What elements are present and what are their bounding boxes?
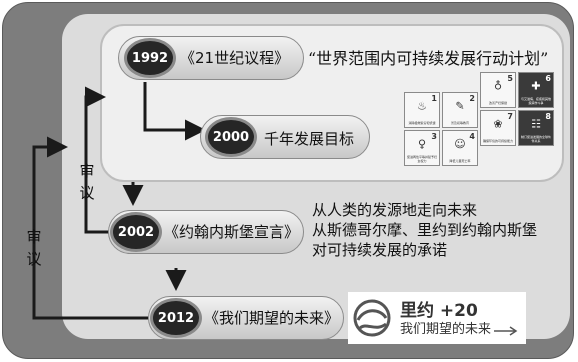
- review-label-outer-1: 审: [26, 228, 42, 246]
- rio20-logo-box: 里约 +20 我们期望的未来: [348, 292, 526, 344]
- mdg-goal-caption: 改善产妇保健: [488, 101, 507, 105]
- mdg-goal-tile: 2 ✎ 普及初等教育: [442, 92, 478, 128]
- review-label-outer-2: 议: [26, 250, 42, 268]
- milestone-2000-title: 千年发展目标: [264, 130, 355, 148]
- mdg-goal-number: 4: [469, 132, 475, 141]
- mdg-goal-tile: 1 ♨ 消除极端贫穷和饥饿: [404, 92, 440, 128]
- people-icon: ☷: [531, 117, 541, 131]
- mdg-goal-number: 1: [431, 94, 437, 103]
- mdg-goal-tile: 4 ☺ 降低儿童死亡率: [442, 130, 478, 166]
- mdg-goal-number: 7: [507, 112, 513, 121]
- flower-icon: ❀: [493, 117, 503, 131]
- pencil-icon: ✎: [455, 99, 465, 113]
- year-badge-2002: 2002: [110, 212, 162, 252]
- mdg-goal-caption: 降低儿童死亡率: [449, 159, 471, 163]
- mdg-goal-tile: 3 ♀ 促进两性平等并赋予妇女权力: [404, 130, 440, 166]
- mother-icon: ♁: [493, 79, 503, 93]
- rio20-subtitle: 我们期望的未来: [400, 322, 492, 337]
- year-badge-2000: 2000: [205, 117, 257, 157]
- milestone-2002-note-1: 从人类的发源地走向未来: [312, 201, 478, 219]
- milestone-2002-note-2: 从斯德哥尔摩、里约到约翰内斯堡: [312, 221, 538, 239]
- mdg-goal-number: 6: [545, 74, 551, 83]
- rio20-arrow-icon: [494, 326, 518, 336]
- mdg-goal-caption: 确保环境的可持续能力: [483, 139, 513, 143]
- milestone-2002-note-3: 对可持续发展的承诺: [312, 241, 448, 259]
- mdg-goal-caption: 消除极端贫穷和饥饿: [408, 121, 436, 125]
- mdg-goal-tile: 6 ✚ 与艾滋病、疟疾和其他疾病作斗争: [518, 72, 554, 108]
- female-symbol-icon: ♀: [417, 137, 427, 151]
- rio20-title: 里约 +20: [400, 301, 478, 321]
- bowl-icon: ♨: [417, 99, 427, 113]
- rio20-logo-icon: [353, 299, 391, 337]
- mdg-goal-tile: 8 ☷ 制订促进发展的全球伙伴关系: [518, 110, 554, 146]
- review-label-inner-2: 议: [79, 184, 95, 202]
- year-badge-1992: 1992: [124, 38, 176, 78]
- milestone-2002-title: 《约翰内斯堡宣言》: [164, 223, 300, 241]
- mdg-goal-number: 8: [545, 112, 551, 121]
- milestone-1992-title: 《21世纪议程》: [180, 49, 290, 67]
- year-badge-2012: 2012: [150, 298, 202, 338]
- milestone-1992-quote: “世界范围内可持续发展行动计划”: [308, 49, 549, 68]
- mdg-goal-caption: 与艾滋病、疟疾和其他疾病作斗争: [521, 97, 551, 105]
- mdg-goal-number: 3: [431, 132, 437, 141]
- milestone-2012-title: 《我们期望的未来》: [204, 309, 340, 327]
- mdg-goal-caption: 制订促进发展的全球伙伴关系: [521, 135, 551, 143]
- medical-kit-icon: ✚: [531, 79, 541, 93]
- mdg-goal-number: 5: [507, 74, 513, 83]
- mdg-goal-caption: 普及初等教育: [450, 121, 469, 125]
- mdg-goal-tile: 7 ❀ 确保环境的可持续能力: [480, 110, 516, 146]
- mdg-goal-tile: 5 ♁ 改善产妇保健: [480, 72, 516, 108]
- child-icon: ☺: [454, 137, 466, 151]
- mdg-goal-caption: 促进两性平等并赋予妇女权力: [407, 155, 437, 163]
- review-label-inner-1: 审: [79, 162, 95, 180]
- mdg-goal-number: 2: [469, 94, 475, 103]
